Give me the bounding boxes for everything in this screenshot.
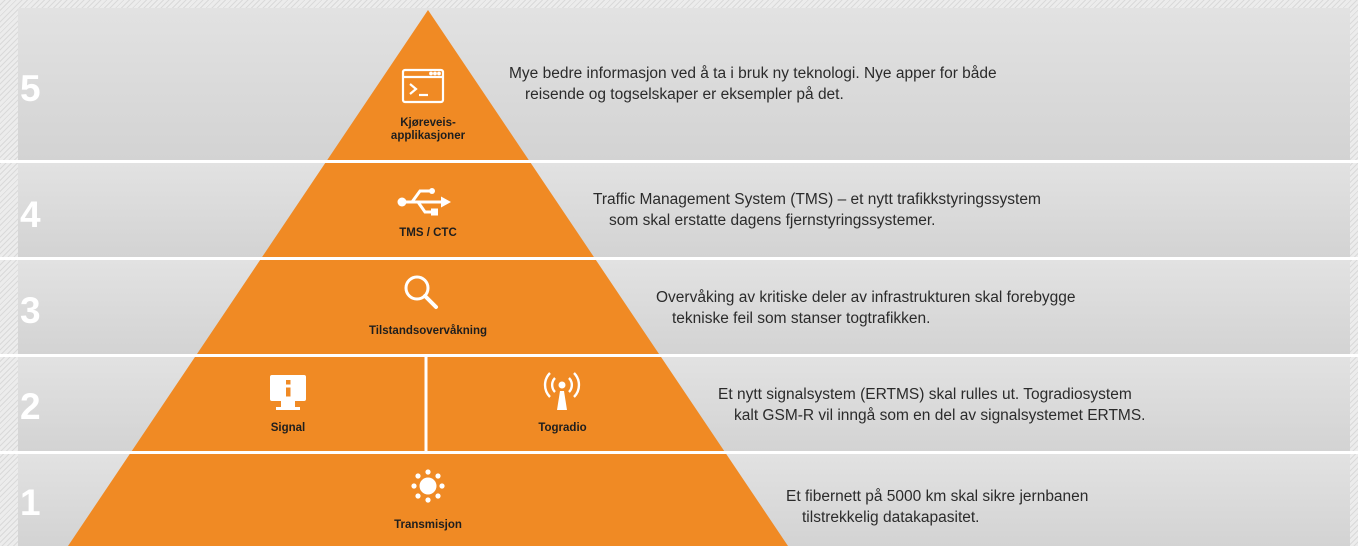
- band-level-4: [18, 163, 1350, 257]
- label-line-2: applikasjoner: [390, 130, 466, 142]
- magnifier-icon: [404, 275, 438, 309]
- band-level-5: [18, 8, 1350, 160]
- label-signal: Signal: [270, 422, 306, 434]
- label-kjoreveisapplikasjoner: Kjøreveis- applikasjoner: [363, 117, 493, 143]
- label-tilstandsovervakning: Tilstandsovervåkning: [368, 325, 488, 337]
- description-level-3: Overvåking av kritiske deler av infrastr…: [656, 287, 1076, 329]
- radio-antenna-icon: [543, 372, 581, 410]
- label-togradio: Togradio: [538, 422, 587, 434]
- desc-line-1: Mye bedre informasjon ved å ta i bruk ny…: [509, 65, 997, 82]
- description-level-4: Traffic Management System (TMS) – et nyt…: [593, 189, 1041, 231]
- desc-line-2: tilstrekkelig datakapasitet.: [802, 509, 980, 526]
- terminal-window-icon: [401, 68, 445, 104]
- level-number-2: 2: [20, 386, 41, 427]
- signal-monitor-icon: [270, 375, 306, 410]
- description-level-5: Mye bedre informasjon ved å ta i bruk ny…: [509, 63, 997, 105]
- usb-icon: [397, 188, 451, 216]
- label-transmisjon: Transmisjon: [394, 519, 462, 531]
- desc-line-2: tekniske feil som stanser togtrafikken.: [672, 310, 931, 327]
- desc-line-1: Overvåking av kritiske deler av infrastr…: [656, 289, 1076, 306]
- description-level-2: Et nytt signalsystem (ERTMS) skal rulles…: [718, 384, 1145, 426]
- description-level-1: Et fibernett på 5000 km skal sikre jernb…: [786, 486, 1088, 528]
- desc-line-2: som skal erstatte dagens fjernstyringssy…: [609, 212, 936, 229]
- pyramid-shape: [68, 10, 788, 546]
- level-number-4: 4: [20, 194, 41, 235]
- level-number-1: 1: [20, 482, 41, 523]
- sun-network-icon: [411, 469, 445, 503]
- desc-line-1: Et fibernett på 5000 km skal sikre jernb…: [786, 488, 1089, 505]
- level-number-5: 5: [20, 68, 41, 109]
- label-tms-ctc: TMS / CTC: [399, 227, 457, 239]
- desc-line-1: Et nytt signalsystem (ERTMS) skal rulles…: [718, 386, 1132, 403]
- desc-line-1: Traffic Management System (TMS) – et nyt…: [593, 191, 1041, 208]
- desc-line-2: kalt GSM-R vil inngå som en del av signa…: [734, 407, 1146, 424]
- level-number-3: 3: [20, 290, 41, 331]
- desc-line-2: reisende og togselskaper er eksempler på…: [525, 86, 844, 103]
- label-line-1: Kjøreveis-: [400, 117, 456, 129]
